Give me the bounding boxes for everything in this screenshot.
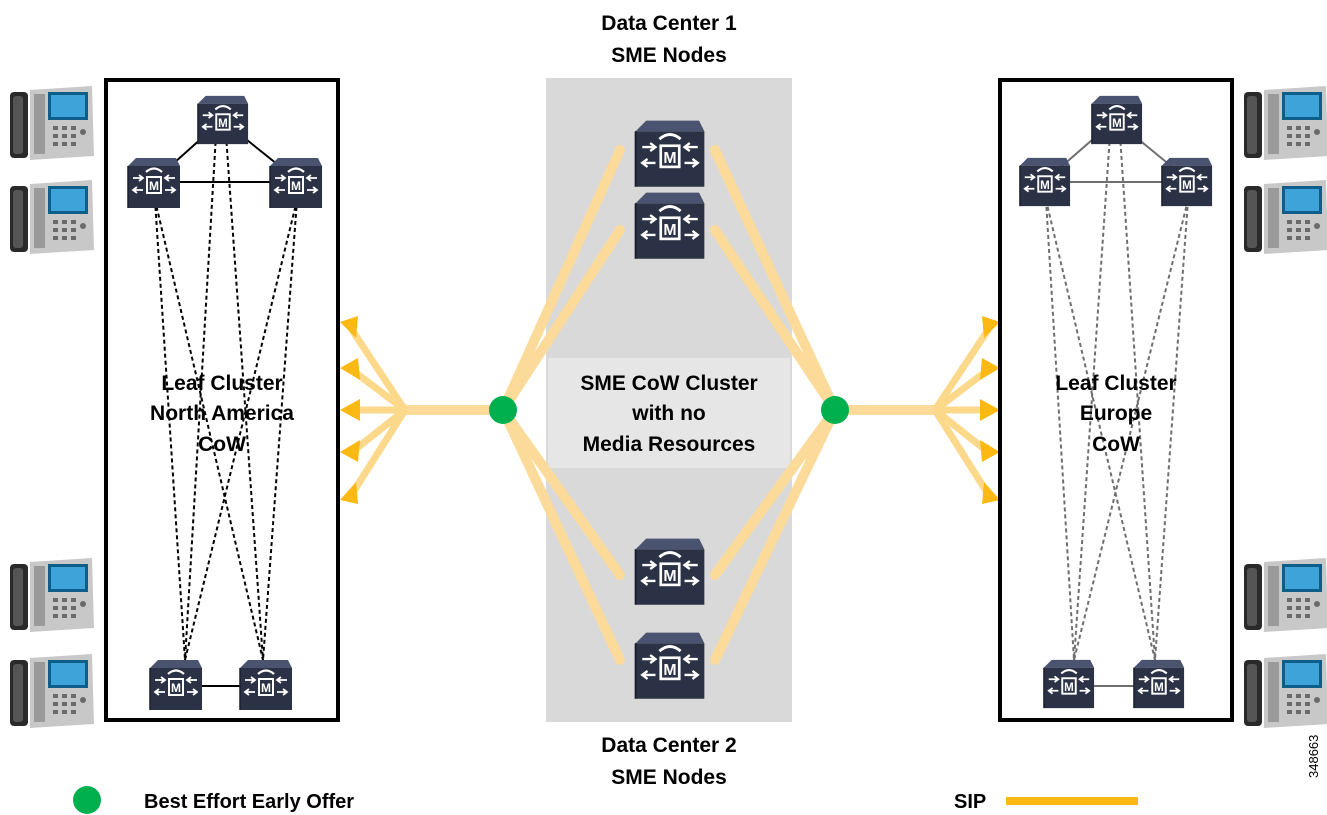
sme-node-dc1-b[interactable] [633,190,707,261]
left-cluster-label-line2: North America [150,402,294,425]
sme-cluster-label-background [548,358,790,468]
phone-right-3 [1244,558,1327,632]
right-cluster-label-line2: Europe [1080,402,1152,425]
right-cluster-label-line1: Leaf Cluster [1055,372,1176,395]
dc2-title-line2: SME Nodes [611,766,727,789]
phone-left-4 [10,654,94,728]
right-cluster-node-mid-right[interactable] [1160,156,1214,208]
leaf-cluster-north-america-box [104,78,340,722]
left-cluster-node-mid-right[interactable] [268,156,324,210]
phone-left-3 [10,558,94,632]
right-cluster-label-line3: CoW [1092,433,1140,456]
sip-trunks [400,145,940,665]
left-cluster-node-mid-left[interactable] [126,156,182,210]
right-cluster-node-top[interactable] [1090,94,1144,146]
early-offer-dot-right [821,396,849,424]
left-cluster-node-bottom-left[interactable] [148,658,204,712]
right-cluster-node-mid-left[interactable] [1018,156,1072,208]
sme-cluster-label-line1: SME CoW Cluster [580,372,757,395]
sme-cluster-label-line3: Media Resources [583,433,756,456]
phone-right-4 [1244,654,1327,728]
left-cluster-node-bottom-right[interactable] [238,658,294,712]
legend-sip-swatch [1006,797,1138,805]
sme-node-dc1-a[interactable] [633,118,707,189]
dc2-title-line1: Data Center 2 [601,734,736,757]
right-cluster-node-bottom-left[interactable] [1042,658,1096,710]
phone-left-1 [10,86,94,160]
left-cluster-label-line3: CoW [198,433,246,456]
sme-node-dc2-b[interactable] [633,630,707,701]
dc1-title-line2: SME Nodes [611,44,727,67]
figure-id: 348663 [1306,735,1321,778]
left-sip-fanout [340,316,408,504]
phone-right-1 [1244,86,1327,160]
left-cluster-node-top[interactable] [196,94,250,146]
sme-cluster-label-line2: with no [631,402,705,425]
legend-early-offer-dot [73,786,101,814]
legend-sip-label: SIP [954,791,986,813]
legend-early-offer-label: Best Effort Early Offer [144,791,354,813]
right-cluster-node-bottom-right[interactable] [1132,658,1186,710]
dc1-title-line1: Data Center 1 [601,12,737,35]
leaf-cluster-europe-box [998,78,1234,722]
left-cluster-label-line1: Leaf Cluster [161,372,282,395]
sme-node-dc2-a[interactable] [633,536,707,607]
phone-right-2 [1244,180,1327,254]
early-offer-dot-left [489,396,517,424]
right-sip-fanout [932,316,1000,504]
phone-left-2 [10,180,94,254]
